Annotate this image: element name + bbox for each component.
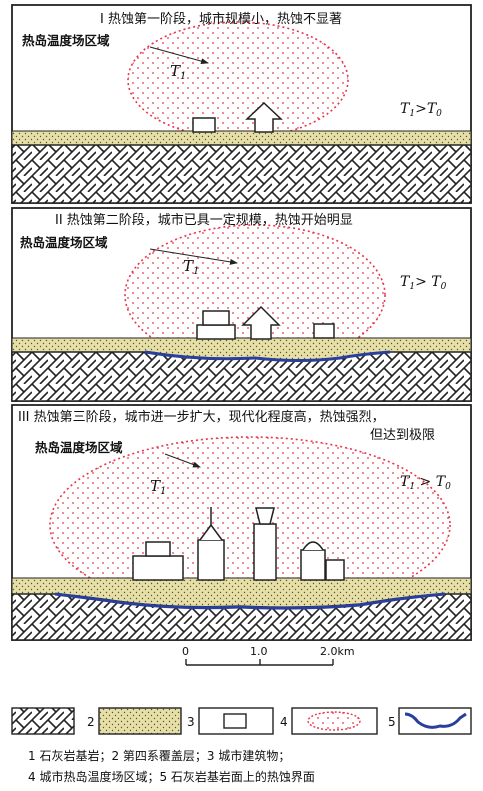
legend-caption-line2: 4 城市热岛温度场区域；5 石灰岩基岩面上的热蚀界面	[28, 769, 315, 784]
legend-number-3: 3	[187, 715, 195, 729]
panel-3-dome	[302, 541, 324, 551]
panel-1-title: I 热蚀第一阶段，城市规模小，热蚀不显著	[100, 11, 342, 27]
panel-2-building-house	[241, 305, 281, 340]
scale-label-1: 1.0	[250, 645, 268, 658]
panel-1-zone-label: 热岛温度场区域	[22, 33, 110, 48]
legend-interface-swatch	[404, 712, 467, 729]
panel-2-relation: T1> T0	[400, 274, 447, 292]
panel-3-building-small	[325, 559, 345, 581]
panel-1: I 热蚀第一阶段，城市规模小，热蚀不显著 热岛温度场区域 T1 T1>T0	[11, 4, 472, 204]
legend-caption-line1: 1 石灰岩基岩；2 第四系覆盖层；3 城市建筑物；	[28, 748, 290, 763]
panel-3-zone-label: 热岛温度场区域	[35, 440, 123, 455]
scale-label-2: 2.0km	[320, 645, 355, 658]
panel-1-heat-island-zone	[127, 21, 349, 139]
panel-1-t1-label: T1	[170, 62, 186, 82]
panel-3-building-domed	[300, 549, 326, 581]
scale-label-0: 0	[182, 645, 189, 658]
panel-1-quaternary-cover	[11, 130, 472, 146]
panel-3-tower-tall-top	[255, 507, 275, 525]
panel-2: II 热蚀第二阶段，城市已具一定规模，热蚀开始明显 热岛温度场区域 T1 T1>…	[11, 207, 472, 402]
legend-interface-swatch-frame	[398, 707, 472, 735]
panel-2-building-top	[202, 310, 230, 326]
panel-2-building-small	[313, 323, 335, 339]
panel-3-relation: T1 > T0	[400, 474, 451, 492]
panel-3-title: III 热蚀第三阶段，城市进一步扩大，现代化程度高，热蚀强烈，	[18, 409, 385, 425]
legend-number-4: 4	[280, 715, 288, 729]
panel-2-zone-arrow	[149, 248, 238, 265]
panel-3-t1-label: T1	[150, 477, 166, 497]
panel-2-heat-erosion-interface	[144, 350, 391, 362]
panel-1-building-house	[245, 101, 283, 133]
legend-cover-swatch	[98, 707, 182, 735]
panel-1-building-small	[192, 117, 216, 133]
panel-2-t1-label: T1	[183, 257, 199, 277]
panel-3-tower-tall	[253, 523, 277, 581]
legend-building-swatch-frame	[198, 707, 274, 735]
legend-heat-island-swatch	[307, 711, 361, 731]
panel-2-zone-label: 热岛温度场区域	[20, 235, 108, 250]
legend-number-5: 5	[388, 715, 396, 729]
legend-limestone-swatch	[11, 707, 75, 735]
panel-3-zone-arrow	[164, 453, 201, 468]
legend-number-2: 2	[87, 715, 95, 729]
legend: 2 3 4 5 1 石灰岩基岩；2 第四系覆盖层；3 城市建筑物； 4 城市热岛…	[11, 707, 472, 784]
panel-3-tower-spire	[197, 539, 225, 581]
panel-1-limestone-bedrock	[11, 144, 472, 204]
panel-1-zone-arrow	[149, 46, 209, 65]
panel-3-heat-erosion-interface	[54, 592, 446, 610]
panel-3-title-line2: 但达到极限	[370, 428, 435, 443]
panel-3-building-low-top	[145, 541, 171, 557]
panel-2-title: II 热蚀第二阶段，城市已具一定规模，热蚀开始明显	[55, 212, 353, 228]
legend-building-swatch	[223, 713, 247, 729]
panel-3-building-low	[132, 555, 184, 581]
scale-bar: 0 1.0 2.0km	[182, 645, 355, 666]
panel-2-building-base	[196, 324, 236, 340]
panel-1-relation: T1>T0	[400, 101, 442, 119]
panel-3: III 热蚀第三阶段，城市进一步扩大，现代化程度高，热蚀强烈， 但达到极限 热岛…	[11, 404, 472, 641]
